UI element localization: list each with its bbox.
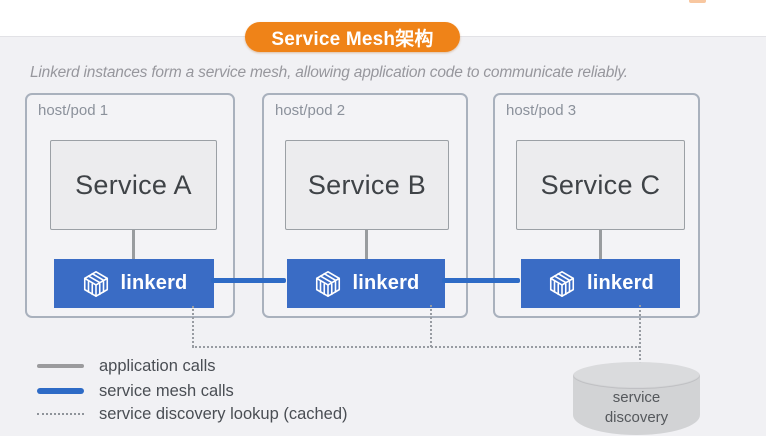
linkerd-logo-icon [549, 270, 575, 297]
legend-label: service discovery lookup (cached) [99, 404, 348, 423]
application-call-line [599, 230, 602, 259]
legend-item-discovery-lookup: service discovery lookup (cached) [37, 402, 348, 426]
cylinder-top [573, 362, 700, 389]
service-a-box: Service A [50, 140, 217, 230]
service-mesh-call-line-1-2 [211, 278, 286, 283]
host-pod-1-label: host/pod 1 [38, 102, 109, 119]
linkerd-proxy-3: linkerd [521, 259, 680, 308]
linkerd-proxy-2: linkerd [287, 259, 445, 308]
diagram-caption: Linkerd instances form a service mesh, a… [30, 64, 628, 81]
service-c-box: Service C [516, 140, 685, 230]
solid-gray-line-swatch [37, 364, 84, 368]
service-b-box: Service B [285, 140, 449, 230]
legend-item-application-calls: application calls [37, 354, 215, 378]
legend-label: service mesh calls [99, 381, 234, 400]
legend-label: application calls [99, 356, 216, 375]
linkerd-label: linkerd [352, 272, 420, 294]
dotted-line-swatch [37, 413, 84, 415]
legend-item-service-mesh-calls: service mesh calls [37, 379, 234, 403]
linkerd-label: linkerd [587, 272, 654, 294]
page-title: Service Mesh架构 [245, 22, 460, 52]
discovery-lookup-line-pod3 [639, 305, 641, 364]
host-pod-3-label: host/pod 3 [506, 102, 577, 119]
application-call-line [132, 230, 135, 259]
linkerd-logo-icon [83, 270, 108, 297]
application-call-line [365, 230, 368, 259]
linkerd-logo-icon [315, 270, 340, 297]
discovery-lookup-line-pod1 [192, 306, 194, 347]
discovery-lookup-line-pod2 [430, 305, 432, 347]
linkerd-proxy-1: linkerd [54, 259, 214, 308]
top-right-accent [689, 0, 706, 3]
host-pod-1: host/pod 1 Service A linkerd [25, 93, 235, 318]
host-pod-3: host/pod 3 Service C linkerd [493, 93, 700, 318]
service-mesh-call-line-2-3 [442, 278, 520, 283]
discovery-lookup-line-horizontal [192, 346, 640, 348]
host-pod-2-label: host/pod 2 [275, 102, 346, 119]
solid-blue-line-swatch [37, 388, 84, 394]
linkerd-label: linkerd [120, 272, 188, 294]
host-pod-2: host/pod 2 Service B linkerd [262, 93, 468, 318]
